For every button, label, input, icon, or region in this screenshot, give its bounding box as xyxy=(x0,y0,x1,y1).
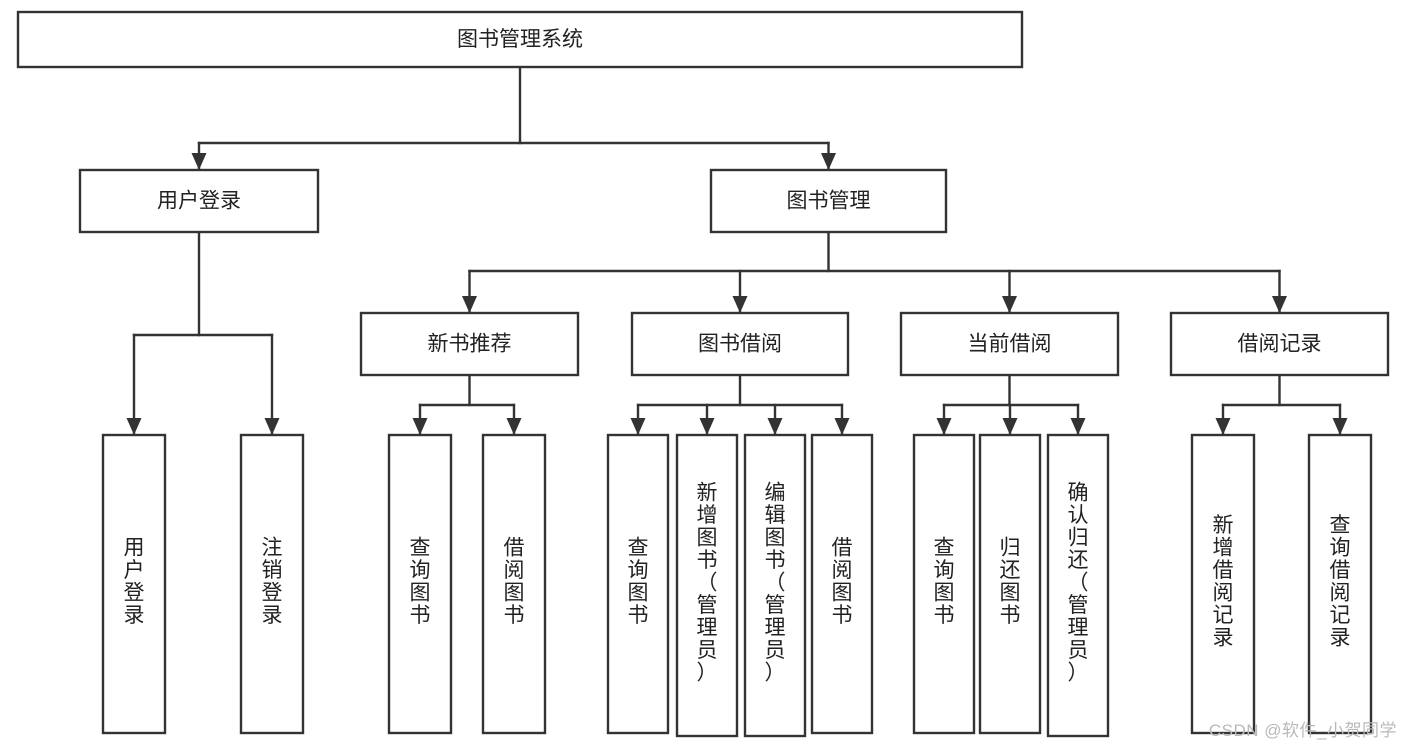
node-user-login[interactable]: 用户登录 xyxy=(78,168,320,234)
arrow-head xyxy=(732,296,748,313)
arrow-head xyxy=(1272,296,1287,313)
arrow-head xyxy=(126,418,142,435)
node-label-user-login: 用户登录 xyxy=(157,190,241,213)
connector-book-borrow-to-leaves xyxy=(630,373,850,437)
node-label-current-borrow: 当前借阅 xyxy=(968,333,1052,356)
node-label-leaf-user-login: 用户登录 xyxy=(124,536,145,627)
node-new-book-recommend[interactable]: 新书推荐 xyxy=(359,311,580,377)
node-leaf-query-book-2[interactable]: 查询图书 xyxy=(606,433,670,735)
node-box-leaf-query-book-1 xyxy=(387,433,453,735)
node-box-leaf-query-book-3 xyxy=(912,433,976,735)
node-label-leaf-query-book-3: 查询图书 xyxy=(934,536,955,627)
arrow-head xyxy=(506,418,522,435)
node-leaf-return-book[interactable]: 归还图书 xyxy=(978,433,1042,735)
node-box-leaf-query-borrow-record xyxy=(1307,433,1373,735)
node-label-leaf-borrow-book-1: 借阅图书 xyxy=(504,536,525,627)
connectors-layer xyxy=(126,65,1348,437)
connector-borrow-record-to-leaves xyxy=(1215,373,1348,437)
arrow-head xyxy=(1332,418,1348,435)
node-leaf-query-borrow-record[interactable]: 查询借阅记录 xyxy=(1307,433,1373,735)
arrow-head xyxy=(1002,296,1017,313)
node-book-management[interactable]: 图书管理 xyxy=(709,168,948,234)
node-label-leaf-query-borrow-record: 查询借阅记录 xyxy=(1330,514,1351,650)
node-label-book-borrow: 图书借阅 xyxy=(698,333,782,356)
node-label-book-management: 图书管理 xyxy=(787,190,871,213)
node-leaf-borrow-book-1[interactable]: 借阅图书 xyxy=(481,433,547,735)
node-borrow-record[interactable]: 借阅记录 xyxy=(1169,311,1390,377)
node-box-leaf-return-book xyxy=(978,433,1042,735)
arrow-head xyxy=(936,418,952,435)
node-box-root xyxy=(16,10,1024,69)
connector-bookmgmt-to-level3 xyxy=(462,230,1287,315)
arrow-head xyxy=(1215,418,1231,435)
node-box-leaf-borrow-book-2 xyxy=(810,433,874,735)
node-label-leaf-add-borrow-record: 新增借阅记录 xyxy=(1213,514,1234,650)
node-label-new-book-recommend: 新书推荐 xyxy=(428,333,512,356)
node-box-leaf-borrow-book-1 xyxy=(481,433,547,735)
node-leaf-add-book-admin[interactable]: 新增图书（管理员） xyxy=(675,433,739,738)
node-box-leaf-query-book-2 xyxy=(606,433,670,735)
arrow-head xyxy=(264,418,280,435)
node-label-leaf-borrow-book-2: 借阅图书 xyxy=(832,536,853,627)
connector-current-borrow-to-leaves xyxy=(936,373,1086,437)
arrow-head xyxy=(412,418,428,435)
node-leaf-logout[interactable]: 注销登录 xyxy=(239,433,305,735)
arrow-head xyxy=(462,296,477,313)
arrow-head xyxy=(191,153,207,170)
node-leaf-add-borrow-record[interactable]: 新增借阅记录 xyxy=(1190,433,1256,735)
node-box-leaf-logout xyxy=(239,433,305,735)
node-box-current-borrow xyxy=(899,311,1120,377)
node-box-borrow-record xyxy=(1169,311,1390,377)
connector-new-book-recommend-to-leaves xyxy=(412,373,522,437)
node-label-borrow-record: 借阅记录 xyxy=(1238,333,1322,356)
node-box-leaf-user-login xyxy=(101,433,167,735)
node-leaf-borrow-book-2[interactable]: 借阅图书 xyxy=(810,433,874,735)
node-root[interactable]: 图书管理系统 xyxy=(16,10,1024,69)
node-leaf-user-login[interactable]: 用户登录 xyxy=(101,433,167,735)
node-box-user-login xyxy=(78,168,320,234)
arrow-head xyxy=(767,418,783,435)
node-leaf-query-book-3[interactable]: 查询图书 xyxy=(912,433,976,735)
node-label-leaf-query-book-2: 查询图书 xyxy=(628,536,649,627)
node-label-leaf-edit-book-admin: 编辑图书（管理员） xyxy=(765,482,786,685)
node-box-new-book-recommend xyxy=(359,311,580,377)
node-box-book-management xyxy=(709,168,948,234)
node-box-book-borrow xyxy=(630,311,850,377)
node-current-borrow[interactable]: 当前借阅 xyxy=(899,311,1120,377)
node-box-leaf-add-book-admin xyxy=(675,433,739,738)
arrow-head xyxy=(834,418,850,435)
arrow-head xyxy=(1002,418,1018,435)
watermark-label: CSDN @软件_小贺同学 xyxy=(1208,721,1397,740)
node-label-leaf-logout: 注销登录 xyxy=(262,536,283,627)
node-leaf-query-book-1[interactable]: 查询图书 xyxy=(387,433,453,735)
node-leaf-edit-book-admin[interactable]: 编辑图书（管理员） xyxy=(743,433,807,738)
nodes-layer: 图书管理系统用户登录图书管理新书推荐图书借阅当前借阅借阅记录用户登录注销登录查询… xyxy=(16,10,1390,738)
node-label-leaf-query-book-1: 查询图书 xyxy=(410,536,431,627)
arrow-head xyxy=(699,418,715,435)
node-label-leaf-return-book: 归还图书 xyxy=(1000,536,1021,627)
node-label-leaf-confirm-return-admin: 确认归还（管理员） xyxy=(1068,482,1089,685)
node-book-borrow[interactable]: 图书借阅 xyxy=(630,311,850,377)
node-box-leaf-edit-book-admin xyxy=(743,433,807,738)
node-leaf-confirm-return-admin[interactable]: 确认归还（管理员） xyxy=(1046,433,1110,738)
node-label-root: 图书管理系统 xyxy=(457,28,583,51)
node-label-leaf-add-book-admin: 新增图书（管理员） xyxy=(697,482,718,685)
node-box-leaf-confirm-return-admin xyxy=(1046,433,1110,738)
arrow-head xyxy=(630,418,646,435)
connector-root-to-level2 xyxy=(191,65,836,172)
node-box-leaf-add-borrow-record xyxy=(1190,433,1256,735)
arrow-head xyxy=(821,153,836,170)
arrow-head xyxy=(1070,418,1086,435)
connector-userlogin-to-leaves xyxy=(126,230,280,437)
